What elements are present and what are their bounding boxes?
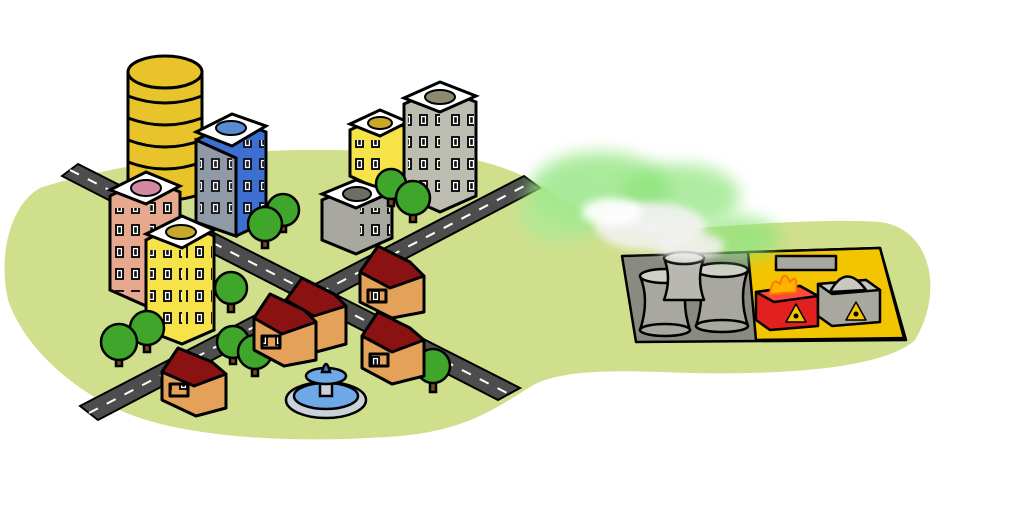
yellow-tower	[142, 214, 218, 346]
fire	[769, 274, 798, 295]
house	[360, 310, 426, 386]
tree	[213, 270, 249, 314]
tree	[99, 322, 139, 368]
fountain	[284, 362, 368, 420]
house	[252, 292, 318, 368]
containment-dome	[816, 275, 882, 328]
nuclear-power-plant	[620, 246, 908, 344]
smoke-cloud	[520, 152, 780, 260]
radiation-hazard-icon	[845, 301, 867, 321]
grey-box-building	[318, 178, 397, 256]
reactor-building	[754, 274, 820, 332]
house	[358, 244, 426, 320]
cooling-tower-group	[638, 250, 750, 338]
house	[160, 346, 228, 418]
radiation-hazard-icon	[785, 303, 807, 323]
tree	[394, 179, 432, 224]
grey-tall-tower	[400, 80, 480, 214]
house-group	[160, 244, 426, 418]
tree	[246, 205, 284, 250]
